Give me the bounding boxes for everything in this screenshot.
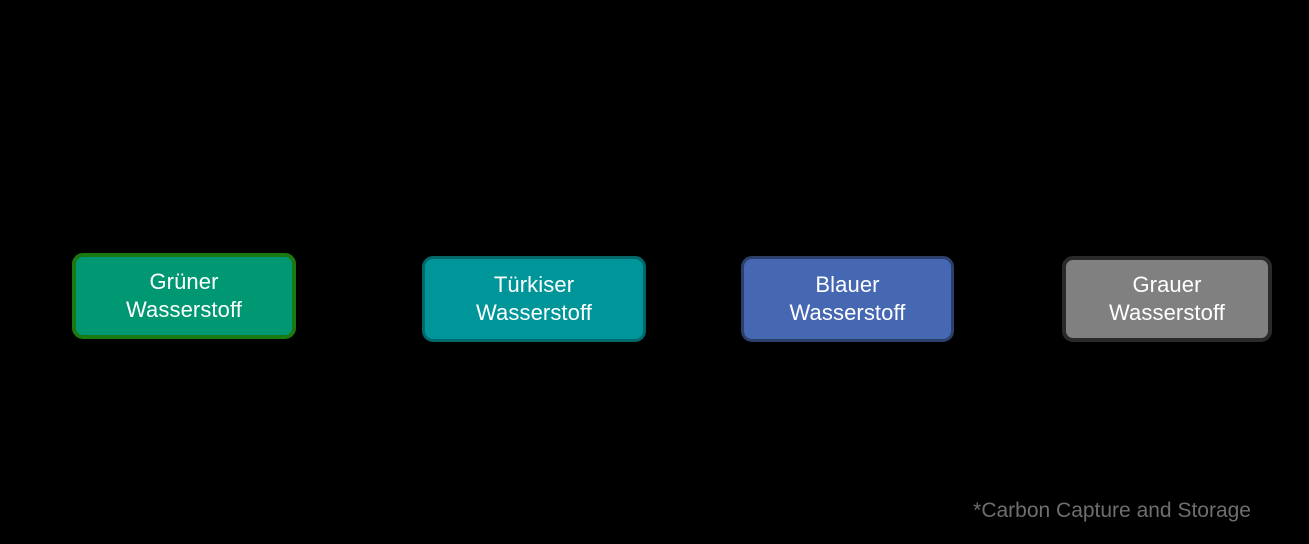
node-turquoise-hydrogen-line1: Türkiser [493,271,575,297]
node-grey-hydrogen[interactable]: Grauer Wasserstoff [1062,256,1272,342]
node-grey-hydrogen-line1: Grauer [1132,271,1202,297]
node-turquoise-hydrogen[interactable]: Türkiser Wasserstoff [422,256,646,342]
footnote-ccs: *Carbon Capture and Storage [973,499,1251,522]
node-green-hydrogen[interactable]: Grüner Wasserstoff [72,253,296,339]
node-blue-hydrogen-line2: Wasserstoff [789,300,906,325]
node-blue-hydrogen-line1: Blauer [815,271,880,297]
node-grey-hydrogen-line2: Wasserstoff [1108,300,1226,325]
node-green-hydrogen-line2: Wasserstoff [125,297,243,322]
node-turquoise-hydrogen-line2: Wasserstoff [475,300,593,325]
node-blue-hydrogen[interactable]: Blauer Wasserstoff [741,256,954,342]
node-green-hydrogen-line1: Grüner [149,268,219,294]
